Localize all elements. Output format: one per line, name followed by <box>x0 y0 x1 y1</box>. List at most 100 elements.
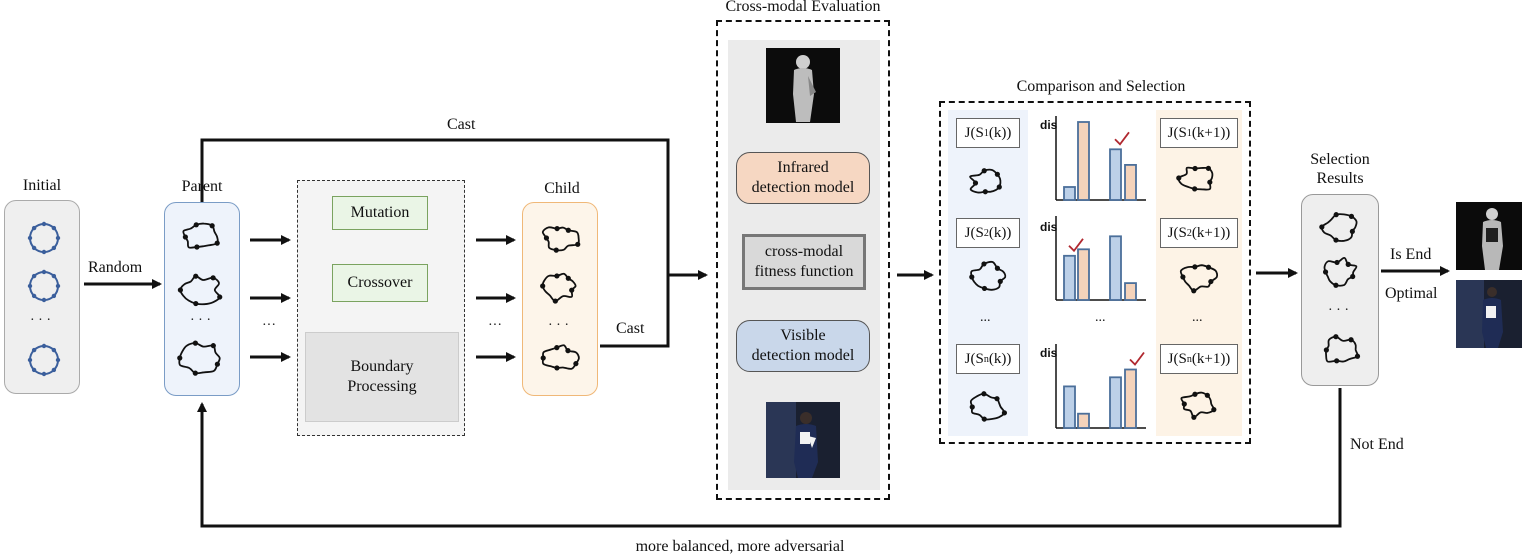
ellipsis-mid: ··· <box>488 318 502 333</box>
contour-outline <box>1179 264 1219 292</box>
contour-point <box>1333 212 1339 218</box>
selection-ellipsis: · · · <box>1328 303 1349 318</box>
wire-cast-top <box>200 138 670 275</box>
contour-point <box>982 189 988 195</box>
contour-shape <box>1176 165 1214 192</box>
contour-point <box>177 287 183 293</box>
contour-point <box>210 343 216 349</box>
contour-point <box>1322 269 1329 275</box>
contour-point <box>1176 175 1182 181</box>
initial-circle-1 <box>27 221 61 255</box>
contour-point <box>981 391 987 397</box>
boundary-processing-label: Boundary Processing <box>347 358 417 395</box>
bar <box>1077 248 1090 301</box>
optimal-label: Optimal <box>1385 285 1438 302</box>
contour-shape <box>182 222 220 250</box>
comparison-ellipsis-left: ... <box>980 310 991 325</box>
contour-point <box>994 396 1000 402</box>
parent-ellipsis: · · · <box>190 313 211 328</box>
bar-chart-1 <box>1055 116 1146 201</box>
contour-point <box>981 168 987 174</box>
contour-point <box>1191 288 1197 294</box>
contour-point <box>31 347 37 353</box>
contour-point <box>51 347 57 353</box>
contour-point <box>55 235 61 241</box>
initial-ellipsis: · · · <box>30 313 51 328</box>
contour-point <box>1192 165 1198 172</box>
mutation-box: Mutation <box>332 196 428 230</box>
bar <box>1109 148 1122 201</box>
contour-point <box>981 261 987 267</box>
feedback-label: more balanced, more adversarial <box>635 538 845 555</box>
visible-model-box: Visible detection model <box>736 320 870 372</box>
contour-point <box>182 234 188 240</box>
contour-point <box>51 367 57 373</box>
contour-point <box>1348 337 1354 343</box>
contour-point <box>972 180 979 186</box>
contour-shape <box>969 260 1007 292</box>
contour-point <box>981 416 987 422</box>
contour-point <box>1204 392 1210 398</box>
fitness-function-box: cross-modal fitness function <box>742 234 866 290</box>
contour-point <box>193 273 199 279</box>
contour-shape <box>1322 257 1358 288</box>
contour-point <box>1192 391 1198 397</box>
contour-shape <box>969 391 1008 422</box>
check-mark-icon <box>1129 351 1145 366</box>
bar <box>1124 163 1137 201</box>
contour-outline <box>970 260 1007 291</box>
parent-population-box <box>164 202 240 396</box>
contour-point <box>194 244 200 250</box>
contour-point <box>1345 261 1351 267</box>
contour-point <box>997 278 1003 284</box>
child-label: Child <box>544 180 580 197</box>
not-end-label: Not End <box>1350 436 1404 453</box>
contour-point <box>1348 213 1355 219</box>
contour-point <box>1334 259 1340 266</box>
contour-shape <box>1323 334 1361 364</box>
crossover-box: Crossover <box>332 264 428 302</box>
bar <box>1124 368 1137 429</box>
contour-point <box>1001 410 1008 416</box>
contour-point <box>552 298 558 304</box>
contour-point <box>31 273 37 279</box>
comparison-right-column <box>1156 110 1242 436</box>
contour-point <box>214 361 220 367</box>
contour-point <box>41 221 47 227</box>
comparison-ellipsis-mid: ... <box>1095 310 1106 325</box>
contour-shape <box>969 168 1002 195</box>
selection-results-box <box>1301 194 1379 386</box>
contour-point <box>192 370 198 376</box>
contour-point <box>27 283 33 289</box>
contour-point <box>573 361 579 367</box>
contour-point <box>996 184 1002 190</box>
contour-point <box>1208 278 1214 285</box>
contour-point <box>31 293 37 299</box>
contour-point <box>192 340 199 346</box>
bar <box>1063 254 1076 301</box>
contour-point <box>575 241 581 247</box>
bar <box>1077 412 1090 429</box>
contour-point <box>1205 165 1212 171</box>
check-mark-icon <box>1068 238 1084 253</box>
bar <box>1063 385 1076 429</box>
contour-point <box>1333 334 1339 340</box>
contour-point <box>41 249 47 255</box>
contour-shape <box>177 273 223 307</box>
infrared-model-box: Infrared detection model <box>736 152 870 204</box>
contour-point <box>994 265 1001 271</box>
contour-point <box>565 227 571 233</box>
contour-point <box>1350 273 1356 280</box>
parent-label: Parent <box>181 178 223 195</box>
wire-feedback <box>197 388 1342 528</box>
contour-point <box>31 245 37 251</box>
contour-point <box>51 245 57 251</box>
selection-results-label: Selection Results <box>1310 151 1370 188</box>
